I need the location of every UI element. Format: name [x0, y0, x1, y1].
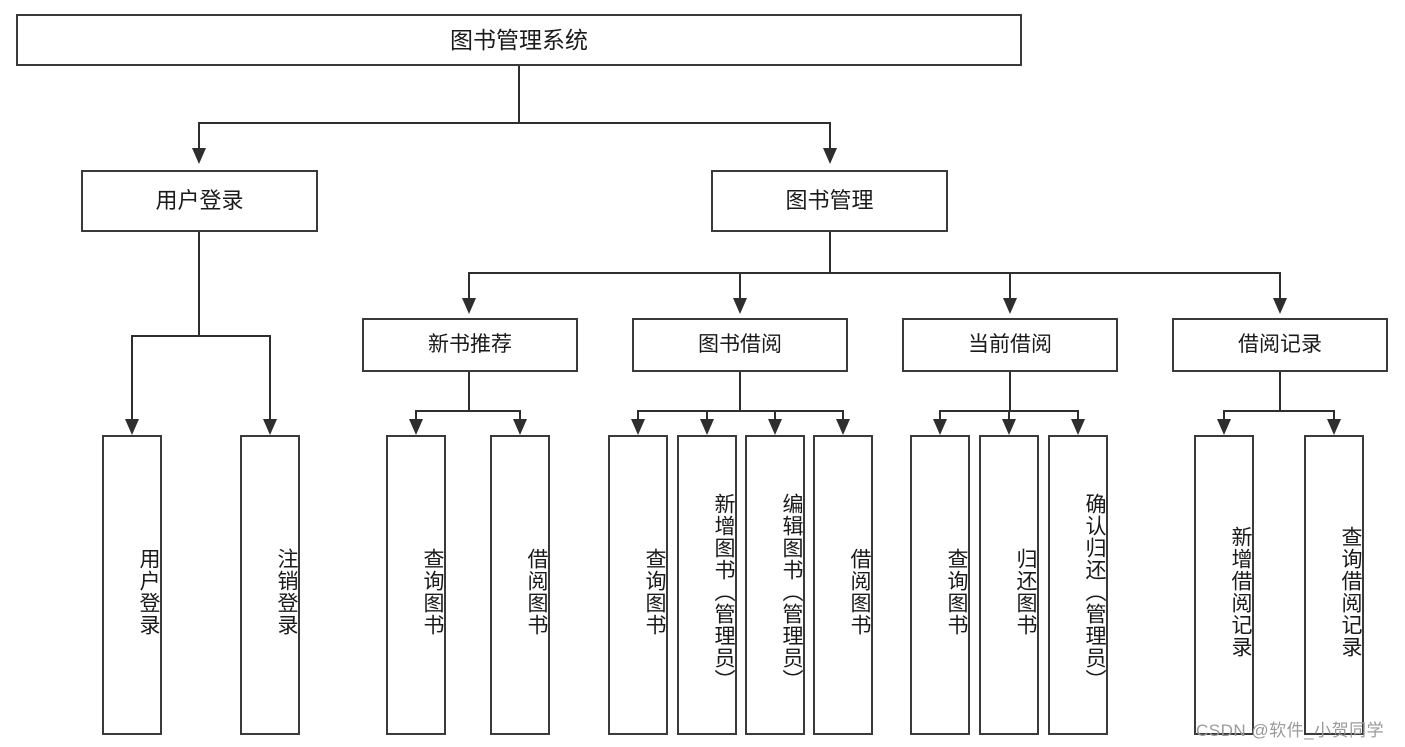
arrowhead-leaf-query-book-1 — [409, 419, 423, 435]
node-label: 查询图书 — [421, 548, 444, 636]
connector-user-login-drop-2 — [269, 335, 271, 419]
node-label: 借阅图书 — [525, 548, 548, 636]
connector-borrow-stem — [739, 372, 741, 410]
node-label: 查询借阅记录 — [1339, 526, 1362, 658]
connector-user-login-bus — [132, 335, 271, 337]
connector-borrow-bus — [638, 410, 844, 412]
node-label: 编辑图书（管理员） — [780, 493, 803, 691]
connector-recommend-drop-1 — [415, 410, 417, 419]
connector-root-stem — [518, 66, 520, 122]
arrowhead-leaf-add-book — [700, 419, 714, 435]
node-book-borrow[interactable]: 图书借阅 — [632, 318, 848, 372]
watermark-text: CSDN @软件_小贺同学 — [1196, 721, 1385, 740]
leaf-confirm-return-admin[interactable]: 确认归还（管理员） — [1048, 435, 1108, 735]
node-label: 查询图书 — [945, 548, 968, 636]
node-label: 注销登录 — [275, 548, 298, 636]
arrowhead-leaf-borrow-book-1 — [513, 419, 527, 435]
arrowhead-leaf-query-book-2 — [631, 419, 645, 435]
node-label: 新增借阅记录 — [1229, 526, 1252, 658]
connector-record-bus — [1224, 410, 1335, 412]
node-label: 图书管理 — [785, 188, 874, 214]
arrowhead-leaf-logout — [263, 419, 277, 435]
node-label: 当前借阅 — [968, 332, 1052, 356]
connector-user-login-stem — [198, 232, 200, 335]
connector-current-drop-3 — [1077, 410, 1079, 419]
leaf-edit-book-admin[interactable]: 编辑图书（管理员） — [745, 435, 805, 735]
connector-record-stem — [1279, 372, 1281, 410]
arrowhead-book-management — [823, 148, 837, 164]
leaf-borrow-book[interactable]: 借阅图书 — [813, 435, 873, 735]
csdn-watermark: CSDN @软件_小贺同学 — [1196, 716, 1384, 741]
node-label: 图书管理系统 — [450, 26, 588, 53]
arrowhead-book-borrow — [733, 298, 747, 314]
leaf-user-login[interactable]: 用户登录 — [102, 435, 162, 735]
arrowhead-current-borrow — [1003, 298, 1017, 314]
connector-record-drop-1 — [1223, 410, 1225, 419]
connector-borrow-drop-1 — [637, 410, 639, 419]
node-label: 查询图书 — [643, 548, 666, 636]
connector-current-stem — [1009, 372, 1011, 410]
connector-book-mgmt-drop-3 — [1009, 272, 1011, 298]
arrowhead-leaf-query-book-3 — [933, 419, 947, 435]
connector-borrow-drop-4 — [842, 410, 844, 419]
node-label: 归还图书 — [1014, 548, 1037, 636]
leaf-logout[interactable]: 注销登录 — [240, 435, 300, 735]
connector-recommend-bus — [416, 410, 521, 412]
connector-root-drop-left — [198, 122, 200, 148]
connector-record-drop-2 — [1333, 410, 1335, 419]
leaf-query-borrow-record[interactable]: 查询借阅记录 — [1304, 435, 1364, 735]
connector-book-mgmt-drop-4 — [1279, 272, 1281, 298]
node-label: 新书推荐 — [428, 332, 512, 356]
arrowhead-new-book-recommend — [462, 298, 476, 314]
node-root-library-system[interactable]: 图书管理系统 — [16, 14, 1022, 66]
node-user-login[interactable]: 用户登录 — [81, 170, 318, 232]
connector-book-mgmt-stem — [829, 232, 831, 272]
node-current-borrow[interactable]: 当前借阅 — [902, 318, 1118, 372]
arrowhead-leaf-return-book — [1002, 419, 1016, 435]
connector-current-drop-1 — [939, 410, 941, 419]
leaf-query-book-recommend[interactable]: 查询图书 — [386, 435, 446, 735]
node-label: 用户登录 — [137, 548, 160, 636]
node-borrow-record[interactable]: 借阅记录 — [1172, 318, 1388, 372]
node-label: 借阅图书 — [848, 548, 871, 636]
leaf-add-book-admin[interactable]: 新增图书（管理员） — [677, 435, 737, 735]
node-book-management[interactable]: 图书管理 — [711, 170, 948, 232]
node-label: 用户登录 — [155, 188, 244, 214]
node-label: 新增图书（管理员） — [712, 493, 735, 691]
arrowhead-leaf-add-record — [1217, 419, 1231, 435]
connector-book-mgmt-drop-1 — [468, 272, 470, 298]
connector-current-drop-2 — [1008, 410, 1010, 419]
node-new-book-recommend[interactable]: 新书推荐 — [362, 318, 578, 372]
connector-user-login-drop-1 — [131, 335, 133, 419]
leaf-query-book-current[interactable]: 查询图书 — [910, 435, 970, 735]
leaf-add-borrow-record[interactable]: 新增借阅记录 — [1194, 435, 1254, 735]
connector-borrow-drop-2 — [706, 410, 708, 419]
connector-book-mgmt-bus — [469, 272, 1281, 274]
node-label: 确认归还（管理员） — [1083, 493, 1106, 691]
arrowhead-leaf-borrow-book-2 — [836, 419, 850, 435]
arrowhead-leaf-confirm-return — [1071, 419, 1085, 435]
arrowhead-borrow-record — [1273, 298, 1287, 314]
node-label: 图书借阅 — [698, 332, 782, 356]
arrowhead-leaf-query-record — [1327, 419, 1341, 435]
connector-borrow-drop-3 — [774, 410, 776, 419]
arrowhead-leaf-edit-book — [768, 419, 782, 435]
leaf-query-book-borrow[interactable]: 查询图书 — [608, 435, 668, 735]
connector-root-drop-right — [829, 122, 831, 148]
arrowhead-leaf-user-login — [125, 419, 139, 435]
connector-book-mgmt-drop-2 — [739, 272, 741, 298]
connector-root-bus — [199, 122, 831, 124]
connector-recommend-drop-2 — [519, 410, 521, 419]
arrowhead-user-login — [192, 148, 206, 164]
node-label: 借阅记录 — [1238, 332, 1322, 356]
leaf-borrow-book-recommend[interactable]: 借阅图书 — [490, 435, 550, 735]
connector-recommend-stem — [468, 372, 470, 410]
leaf-return-book[interactable]: 归还图书 — [979, 435, 1039, 735]
